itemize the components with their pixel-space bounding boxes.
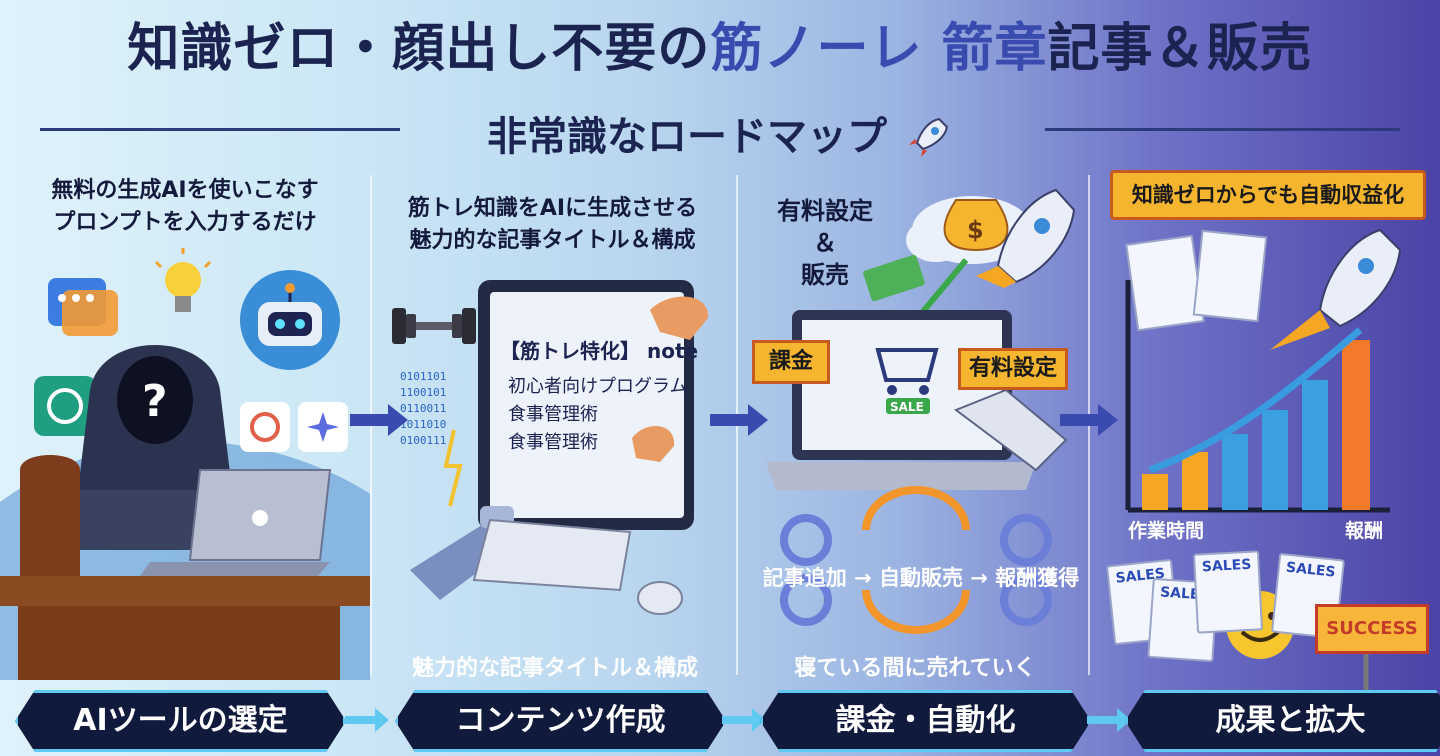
panel3-illustration: $ [766, 188, 1076, 634]
title-part1: 知識ゼロ・顔出し不要の [127, 19, 711, 79]
cycle-step-3: 報酬獲得 [995, 566, 1080, 590]
title-accent: 筋ノーレ 箭章 [710, 19, 1048, 79]
svg-text:0101101: 0101101 [400, 370, 446, 383]
cycle-step-1: 記事追加 [762, 566, 847, 590]
cart-icon [875, 348, 939, 414]
bar-5 [1302, 380, 1328, 510]
screen-title: 【筋トレ特化】 note [500, 339, 699, 363]
tag-charge: 課金 [752, 340, 830, 384]
dumbbell-icon [392, 308, 476, 344]
gear-icon [780, 514, 1052, 626]
page-title: 知識ゼロ・顔出し不要の筋ノーレ 箭章記事＆販売 [0, 6, 1440, 81]
panel1-text: 無料の生成AIを使いこなす プロンプトを入力するだけ [51, 178, 319, 235]
panel3-text: 有料設定 ＆ 販売 [777, 197, 873, 289]
step-arrow-1 [345, 708, 389, 732]
screen-item-1: 初心者向けプログラム [508, 376, 688, 397]
bar-4 [1262, 410, 1288, 510]
question-icon: ? [142, 376, 168, 427]
svg-text:1011010: 1011010 [400, 418, 446, 431]
subtitle-line-right [1045, 128, 1400, 131]
bar-2 [1182, 452, 1208, 510]
panel2-caption: 魅力的な記事タイトル＆構成 [411, 656, 698, 681]
keyboard [472, 518, 632, 592]
trend-arrow-icon [1148, 327, 1363, 474]
subtitle-line-left [40, 128, 400, 131]
robot-icon [240, 270, 340, 370]
chat-bubble-icon [48, 278, 118, 336]
panel-ai-tools: 無料の生成AIを使いこなす プロンプトを入力するだけ [0, 165, 370, 685]
lightbulb-icon [154, 248, 212, 312]
app-icon-gemini [240, 402, 290, 452]
bar-1 [1142, 474, 1168, 510]
flexed-arm-icon [632, 296, 709, 462]
cash-icon [863, 254, 925, 302]
bar-3 [1222, 434, 1248, 510]
svg-text:$: $ [967, 216, 984, 244]
tag-paid-setting: 有料設定 [958, 348, 1068, 390]
chatgpt-icon [34, 376, 96, 436]
sale-badge: SALE [890, 400, 924, 414]
money-bag-icon: $ [943, 199, 1009, 252]
panel3-caption: 寝ている間に売れていく [794, 656, 1036, 681]
rocket-icon [1270, 228, 1402, 350]
title-part2: 記事＆販売 [1047, 19, 1313, 79]
x-axis-label: 作業時間 [1128, 520, 1205, 542]
bar-6 [1342, 340, 1370, 510]
subtitle: 非常識なロードマップ [0, 104, 1440, 165]
panel4-banner: 知識ゼロからでも自動収益化 [1110, 170, 1426, 220]
laptop-icon [140, 469, 332, 576]
subtitle-row: 非常識なロードマップ [0, 98, 1440, 160]
svg-text:1100101: 1100101 [400, 386, 446, 399]
step-content: コンテンツ作成 [395, 690, 726, 752]
cycle-label: 記事追加 → 自動販売 → 報酬獲得 [756, 562, 1086, 592]
panel2-illustration: 0101101 1100101 0110011 1011010 0100111 [392, 280, 709, 615]
panel-monetize: 有料設定 ＆ 販売 [735, 165, 1090, 685]
sales-doc-3: SALES [1192, 550, 1264, 634]
step-arrow-2 [722, 708, 766, 732]
rocket-icon [906, 117, 949, 159]
flow-arrow-1 [350, 404, 408, 436]
rocket-icon [976, 188, 1076, 288]
cycle-step-2: 自動販売 [879, 566, 963, 590]
panel-content: 筋トレ知識をAIに生成させる 魅力的な記事タイトル＆構成 [370, 165, 735, 685]
svg-text:0110011: 0110011 [400, 402, 446, 415]
svg-text:0100111: 0100111 [400, 434, 446, 447]
y-axis-label: 報酬 [1345, 520, 1384, 542]
document-icon [1125, 229, 1268, 332]
flow-arrow-2 [710, 404, 768, 436]
success-sign: SUCCESS [1315, 604, 1429, 654]
panel1-illustration: ? [0, 248, 370, 680]
panel2-text: 筋トレ知識をAIに生成させる 魅力的な記事タイトル＆構成 [407, 196, 698, 253]
flow-arrow-3 [1060, 404, 1118, 436]
screen-item-2: 食事管理術 [508, 404, 598, 425]
pointing-hand-icon [953, 388, 1068, 472]
step-ai-tools: AIツールの選定 [15, 690, 346, 752]
subtitle-text: 非常識なロードマップ [487, 114, 888, 160]
step-monetize: 課金・自動化 [760, 690, 1091, 752]
cycle-arrow-2: → [970, 566, 988, 590]
mouse [637, 581, 683, 615]
cycle-arrow-1: → [854, 566, 872, 590]
screen-item-3: 食事管理術 [508, 432, 598, 453]
step-arrow-3 [1087, 708, 1131, 732]
step-results: 成果と拡大 [1125, 690, 1440, 752]
cycle-arrows-icon [862, 486, 970, 634]
